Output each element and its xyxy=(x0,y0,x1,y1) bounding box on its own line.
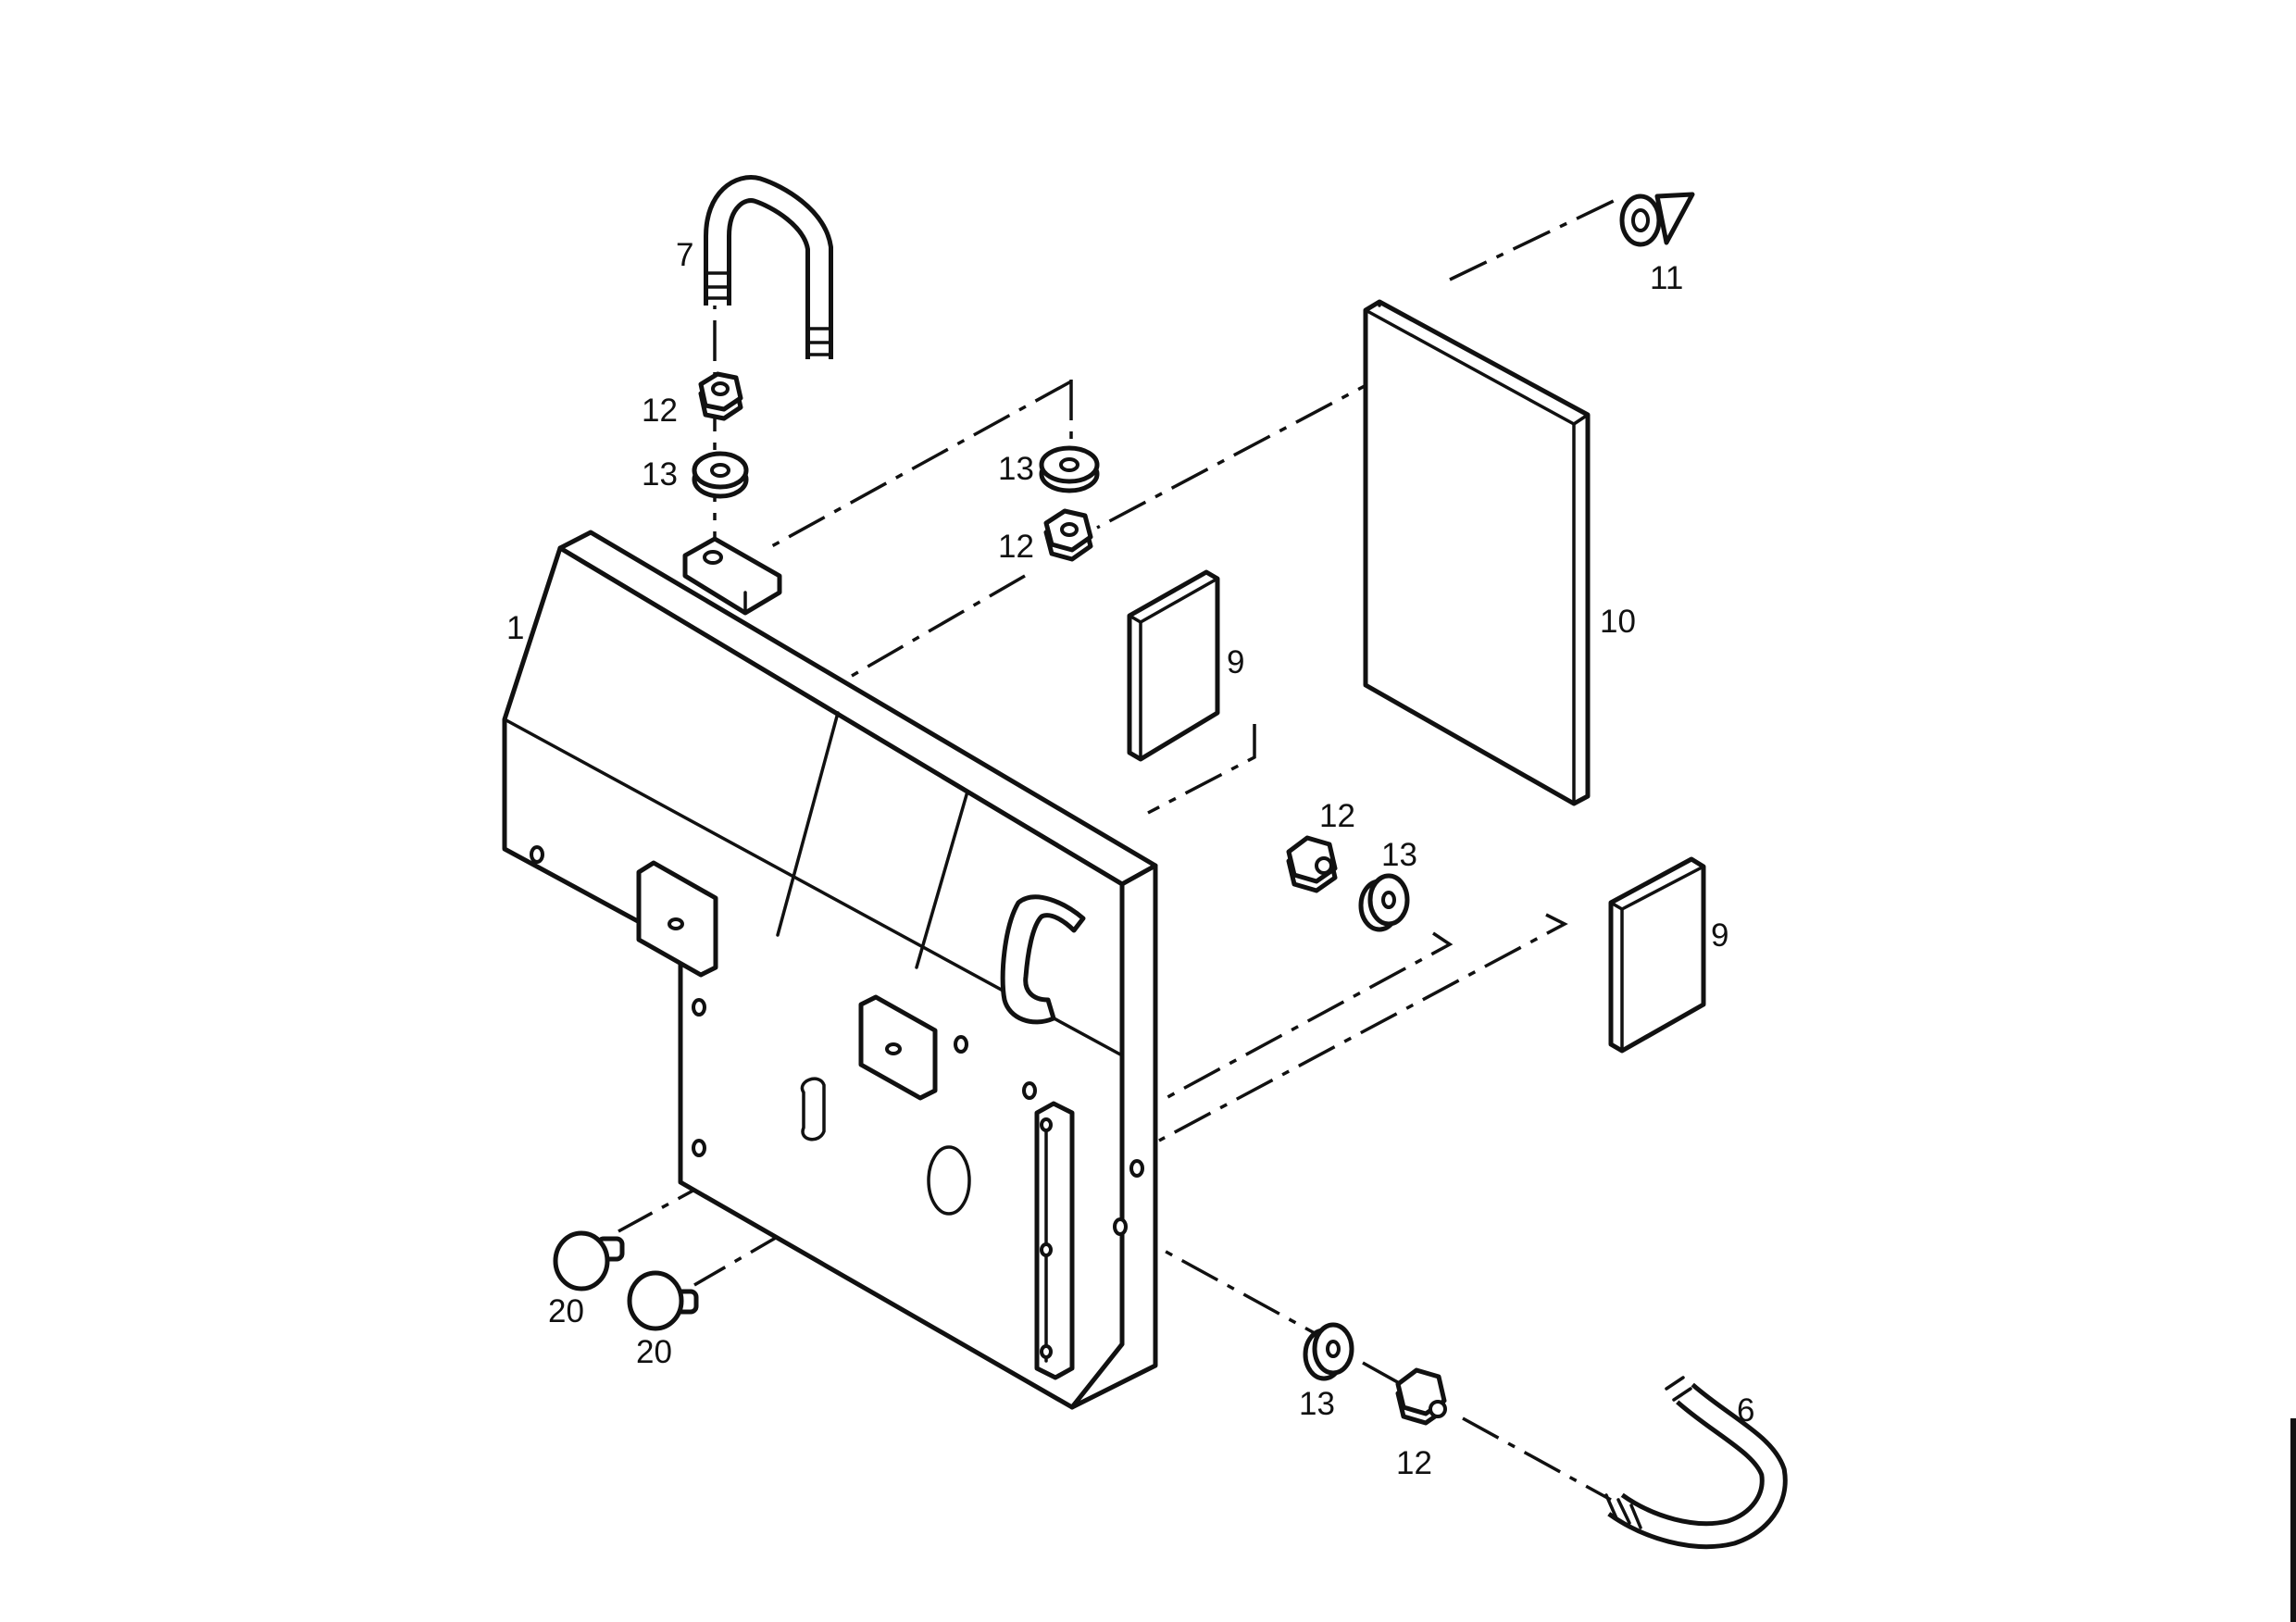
button-part-20-right xyxy=(627,1270,699,1331)
callout-labels: 1 7 12 13 13 12 11 10 9 12 13 9 20 20 13… xyxy=(506,237,1754,1481)
callout-part-9: 9 xyxy=(1227,644,1244,680)
callout-part-12: 12 xyxy=(998,529,1034,565)
washer-part-13-top-left xyxy=(692,451,749,499)
callout-part-12: 12 xyxy=(1319,798,1355,834)
callout-part-13: 13 xyxy=(998,451,1034,487)
nut-part-12-top-middle xyxy=(1043,508,1093,562)
callout-part-6: 6 xyxy=(1737,1392,1754,1429)
plate-part-10 xyxy=(1363,299,1591,806)
button-part-20-left xyxy=(553,1230,625,1291)
edge-mark xyxy=(2290,1418,2296,1622)
u-bolt-part-7 xyxy=(704,175,833,359)
nut-part-12-bottom xyxy=(1395,1367,1447,1426)
pad-part-9-upper xyxy=(1127,569,1220,762)
callout-part-7: 7 xyxy=(676,237,693,273)
callout-part-20: 20 xyxy=(636,1334,672,1370)
callout-part-13: 13 xyxy=(1381,837,1417,873)
u-bolt-part-6 xyxy=(1604,1376,1788,1550)
callout-part-12: 12 xyxy=(642,393,678,429)
callout-part-13: 13 xyxy=(1299,1386,1335,1422)
cap-part-11 xyxy=(1619,192,1695,247)
callout-part-12: 12 xyxy=(1396,1445,1432,1481)
washer-part-13-right xyxy=(1358,873,1410,932)
callout-part-11: 11 xyxy=(1650,260,1683,296)
washer-part-13-top-middle xyxy=(1039,445,1100,493)
washer-part-13-bottom xyxy=(1303,1322,1354,1381)
housing-part-1 xyxy=(502,530,1158,1410)
callout-part-1: 1 xyxy=(506,610,524,646)
callout-part-9: 9 xyxy=(1711,917,1728,954)
callout-part-10: 10 xyxy=(1600,604,1636,640)
callout-part-13: 13 xyxy=(642,456,678,493)
callout-part-20: 20 xyxy=(548,1293,584,1329)
nut-part-12-right xyxy=(1286,835,1338,893)
nut-part-12-top-left xyxy=(698,371,743,421)
pad-part-9-lower xyxy=(1608,856,1706,1054)
